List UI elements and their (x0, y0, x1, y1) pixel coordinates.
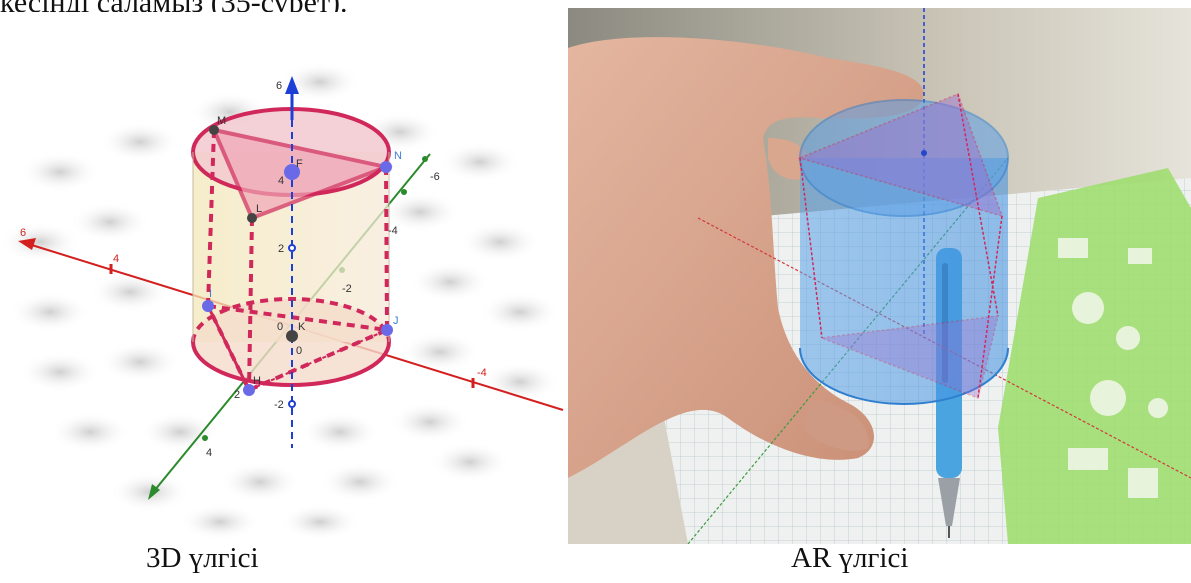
label-j: J (393, 315, 399, 327)
3d-scene: M N L F I J H K 6 4 2 -2 6 4 -4 -6 -4 -2… (0, 62, 564, 540)
point-f (284, 164, 300, 180)
point-n (380, 161, 392, 173)
caption-3d-model: 3D үлгісі (146, 542, 259, 574)
tick-z-6: 6 (276, 80, 282, 92)
label-l: L (256, 203, 262, 215)
point-m (209, 125, 219, 135)
hand (568, 37, 924, 479)
tick-z-4: 4 (278, 175, 284, 187)
label-i: I (209, 288, 212, 300)
point-h (243, 384, 255, 396)
tick-y-m4: -4 (388, 225, 398, 237)
point-k (286, 330, 298, 342)
point-j (381, 324, 393, 336)
label-m: M (217, 115, 226, 127)
3d-model-figure: M N L F I J H K 6 4 2 -2 6 4 -4 -6 -4 -2… (0, 12, 565, 540)
tick-z-m2: -2 (274, 399, 284, 411)
tick-origin: 0 (277, 321, 283, 333)
ar-scene (568, 8, 1191, 544)
label-h: H (253, 375, 261, 387)
points (202, 125, 393, 396)
tick-y-m6: -6 (430, 171, 440, 183)
tick-x-m4: -4 (477, 367, 487, 379)
point-i (202, 300, 214, 312)
ar-cylinder (797, 93, 1009, 405)
caption-ar-model: AR үлгісі (791, 542, 909, 574)
tick-y-4: 4 (206, 447, 212, 459)
label-f: F (296, 158, 303, 170)
tick-z-2: 2 (278, 243, 284, 255)
tick-x-6: 6 (20, 227, 26, 239)
tick-y-2: 2 (234, 389, 240, 401)
floor-grid (0, 62, 560, 540)
ar-model-photo (568, 8, 1191, 544)
tick-x-4: 4 (113, 253, 119, 265)
label-n: N (394, 150, 402, 162)
label-k: K (298, 321, 306, 333)
tick-origin-y: 0 (296, 345, 302, 357)
tick-y-m2: -2 (342, 283, 352, 295)
point-l (247, 213, 257, 223)
